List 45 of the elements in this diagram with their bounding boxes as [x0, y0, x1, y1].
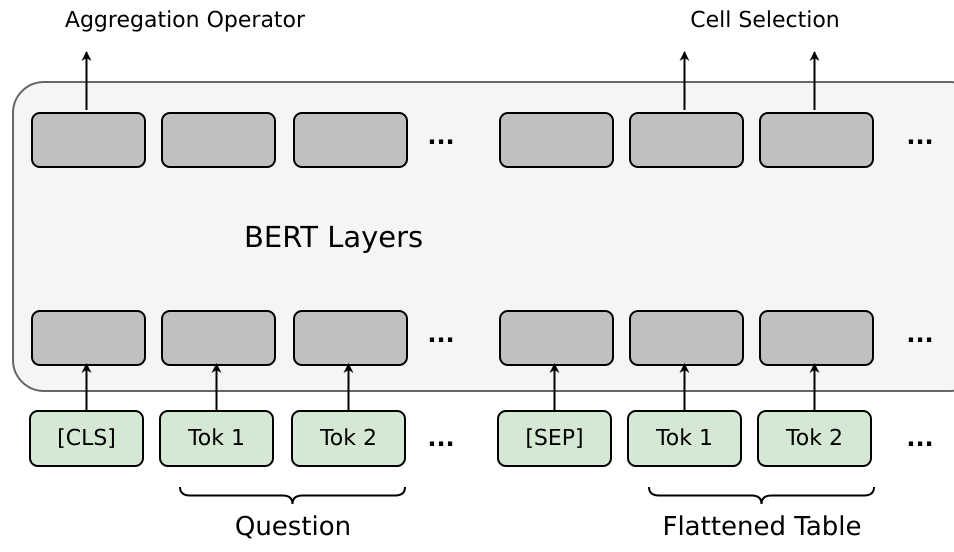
token-box	[627, 410, 742, 467]
arrow	[82, 363, 92, 410]
token-box	[29, 410, 144, 467]
token-label: [SEP]	[525, 426, 584, 451]
embedding-box	[629, 112, 744, 168]
ellipsis: ...	[906, 424, 934, 452]
arrow	[212, 363, 222, 410]
group-label: Flattened Table	[662, 512, 862, 542]
panel-title: BERT Layers	[244, 220, 424, 254]
arrow	[680, 51, 690, 110]
ellipsis: ...	[427, 424, 455, 452]
arrow	[344, 363, 354, 410]
group-label: Question	[234, 512, 352, 542]
embedding-box	[293, 310, 408, 366]
ellipsis: ...	[427, 122, 455, 150]
embedding-box	[31, 310, 146, 366]
ellipsis: ...	[906, 320, 934, 348]
embedding-box	[759, 310, 874, 366]
arrow	[680, 363, 690, 410]
token-label: Tok 2	[786, 426, 843, 451]
token-box	[291, 410, 406, 467]
token-box	[757, 410, 872, 467]
embedding-box	[629, 310, 744, 366]
arrow	[810, 51, 820, 110]
token-label: Tok 2	[320, 426, 377, 451]
embedding-box	[499, 310, 614, 366]
ellipsis: ...	[906, 122, 934, 150]
embedding-box	[161, 112, 276, 168]
output-label: Cell Selection	[690, 8, 840, 33]
token-box	[497, 410, 612, 467]
embedding-box	[161, 310, 276, 366]
layers-panel	[12, 81, 954, 392]
arrow	[82, 51, 92, 110]
token-label: [CLS]	[57, 426, 116, 451]
token-label: Tok 1	[656, 426, 713, 451]
embedding-box	[759, 112, 874, 168]
embedding-box	[499, 112, 614, 168]
arrow	[550, 363, 560, 410]
embedding-box	[31, 112, 146, 168]
embedding-box	[293, 112, 408, 168]
token-label: Tok 1	[188, 426, 245, 451]
output-label: Aggregation Operator	[64, 8, 306, 33]
arrow	[810, 363, 820, 410]
ellipsis: ...	[427, 320, 455, 348]
token-box	[159, 410, 274, 467]
